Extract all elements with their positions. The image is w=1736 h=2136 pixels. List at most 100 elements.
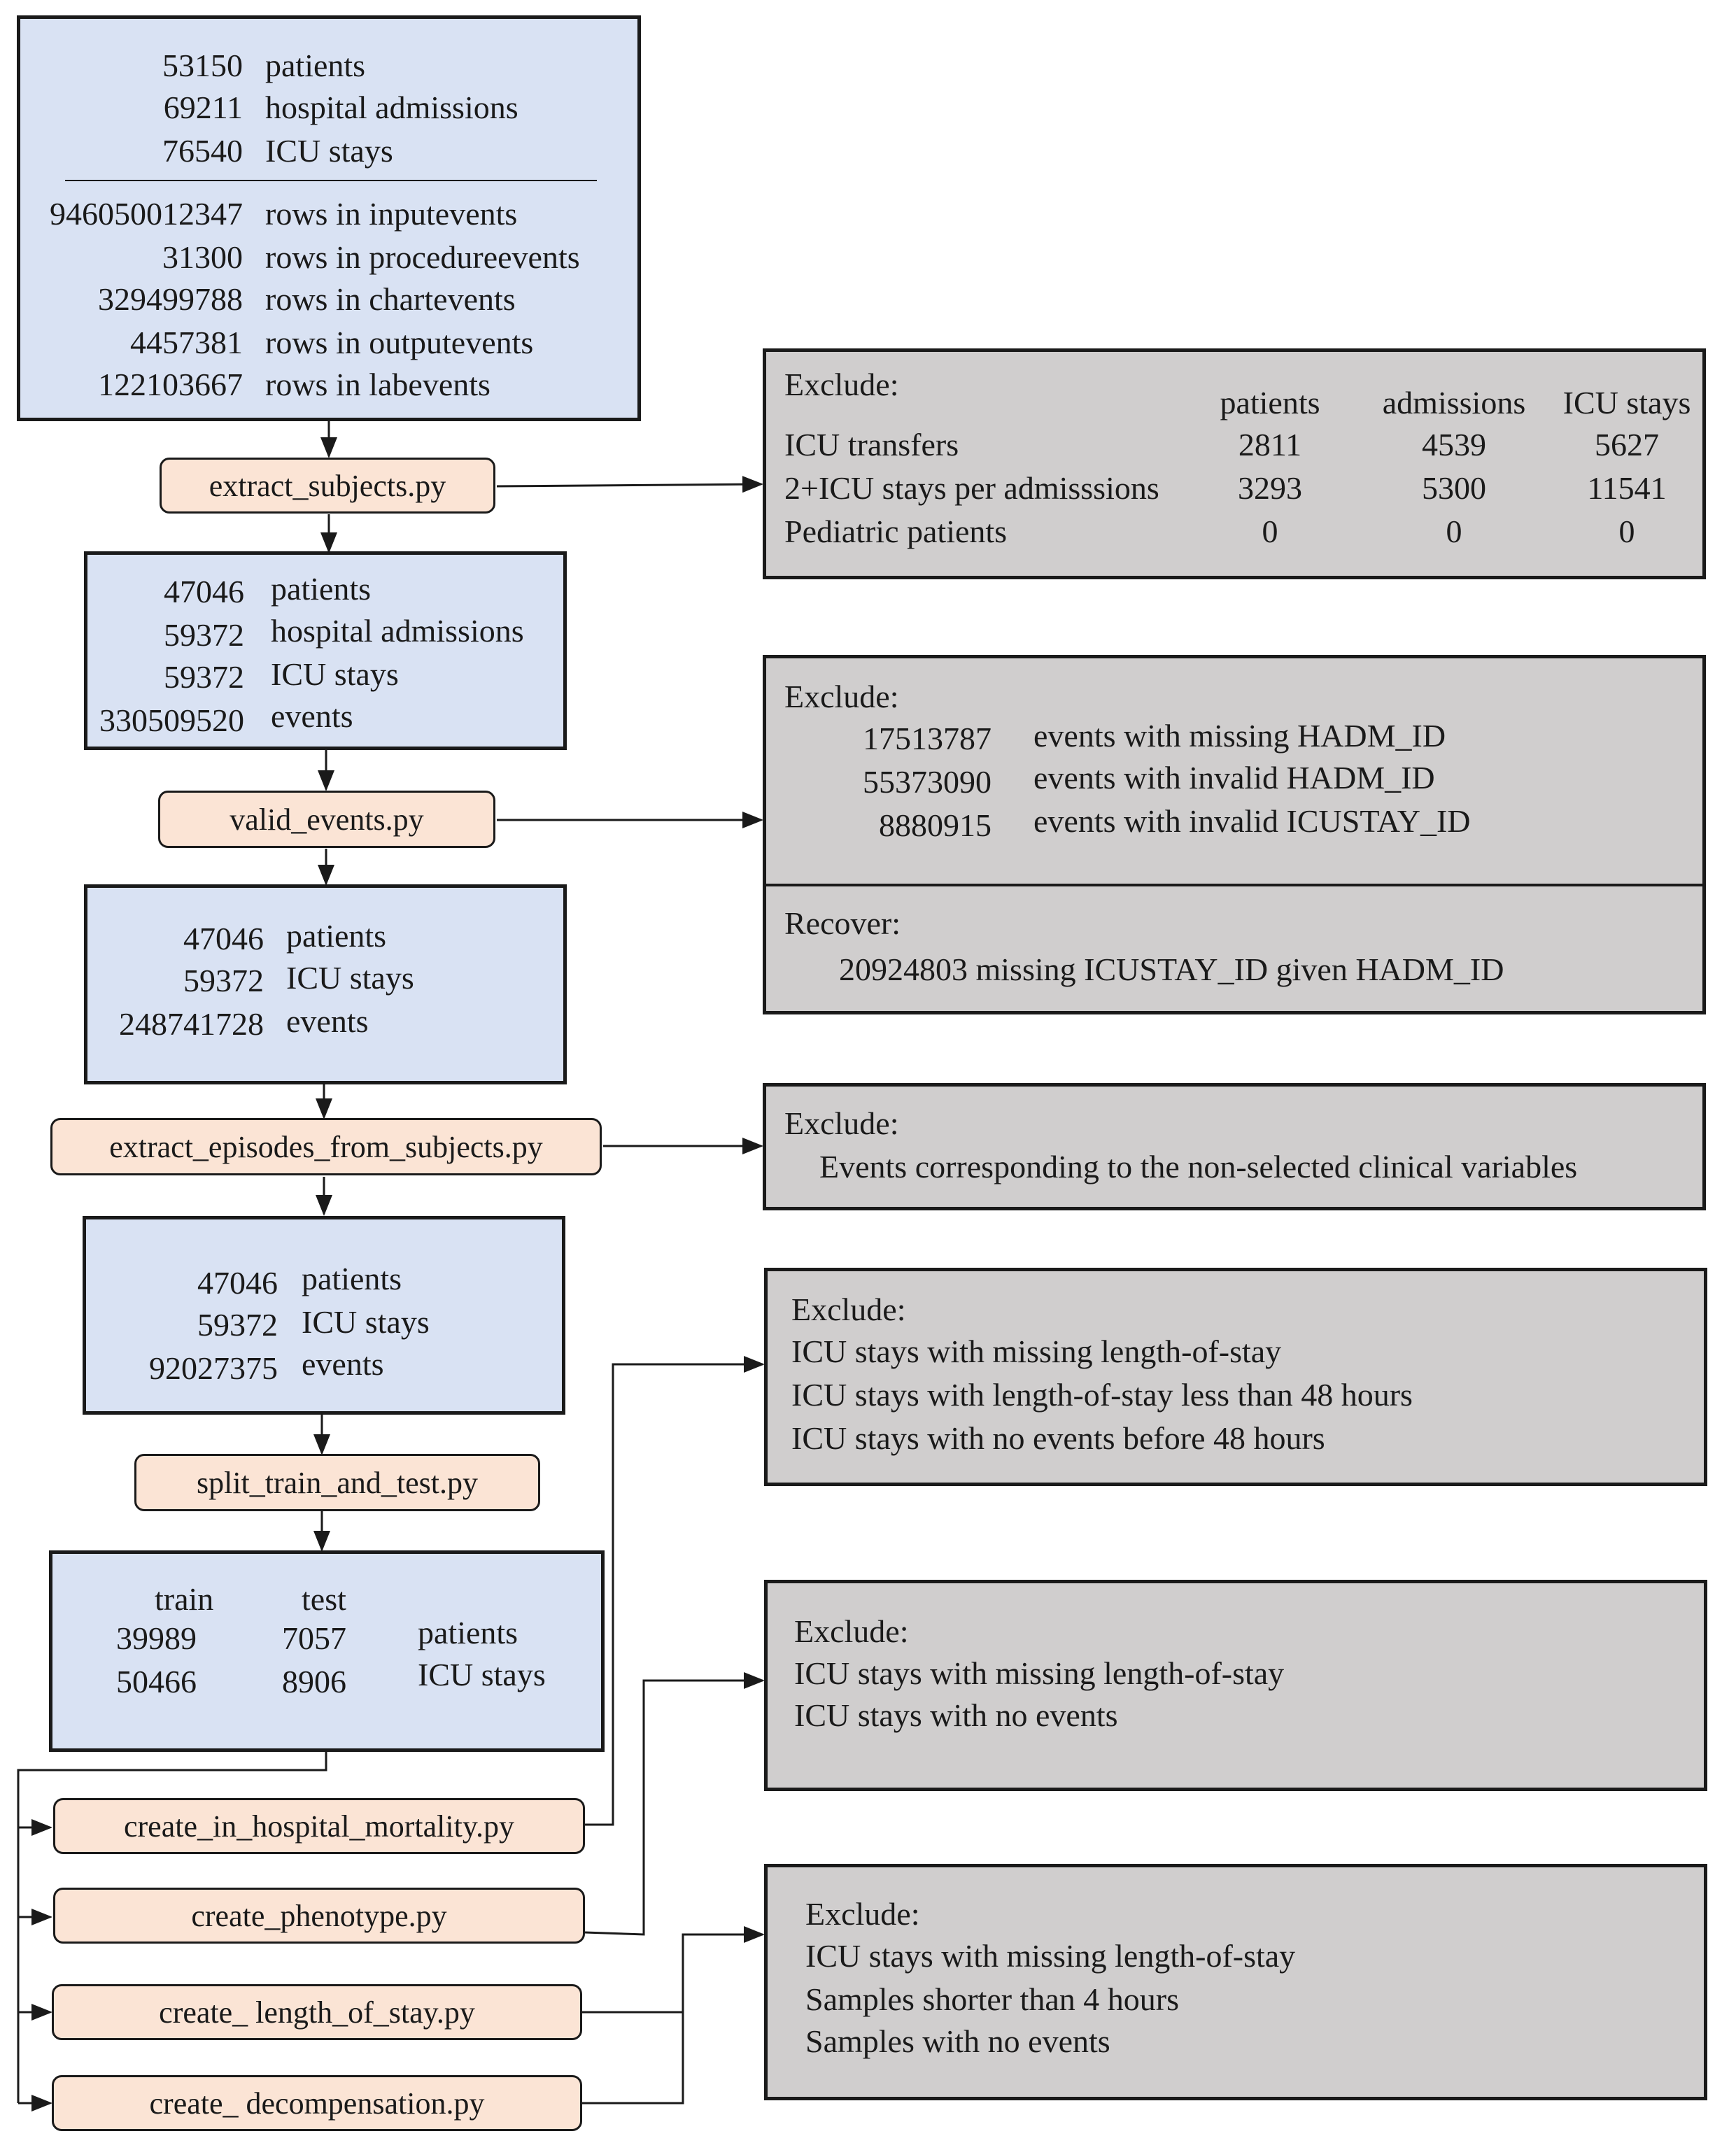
exclude-row-label: 2+ICU stays per admisssions [784,470,1159,506]
stat-value: 122103667 [98,367,243,402]
stat-label: patients [271,571,372,607]
stat-value: 59372 [164,617,244,653]
stat-value: 47046 [197,1265,278,1301]
test-value: 8906 [282,1664,346,1699]
exclude-value: 0 [1446,514,1462,549]
stat-label: ICU stays [302,1304,430,1340]
valid-events-script: valid_events.py [158,791,495,848]
exclude-heading: Exclude: [791,1292,906,1327]
recover-divider [766,884,1702,886]
exclude-heading: Exclude: [784,367,899,402]
stat-value: 329499788 [98,281,243,317]
exclude-line: ICU stays with no events [794,1697,1118,1733]
stat-label: hospital admissions [271,613,524,649]
exclude-line: ICU stays with no events before 48 hours [791,1420,1325,1456]
stat-value: 47046 [183,921,264,956]
arrow-extract-subjects-to-exclude1 [496,476,763,493]
stat-label: rows in procedureevents [265,239,580,275]
exclude-value: 8880915 [879,807,992,843]
stat-value: 330509520 [99,702,244,738]
exclude-heading: Exclude: [794,1613,909,1649]
exclude-heading: Exclude: [805,1896,920,1932]
raw-data-box: 53150 patients 69211 hospital admissions… [17,15,641,421]
arrow-phenotype-to-exclude5 [584,1672,765,1936]
exclude-line: Samples with no events [805,2023,1110,2059]
stat-value: 946050012347 [50,196,243,232]
exclude-line: ICU stays with missing length-of-stay [805,1938,1296,1974]
test-header: test [302,1581,346,1617]
exclude-line: ICU stays with length-of-stay less than … [791,1377,1413,1413]
exclude-los-decomp-box: Exclude: ICU stays with missing length-o… [764,1864,1707,2100]
arrow-los-decomp-to-exclude6 [582,1926,765,2014]
exclude-value: 11541 [1587,470,1667,506]
stat-label: rows in outputevents [265,325,534,360]
exclude-heading: Exclude: [784,1105,899,1141]
column-header: admissions [1382,385,1526,420]
extract-episodes-script: extract_episodes_from_subjects.py [50,1118,602,1175]
stat-label: rows in chartevents [265,281,516,317]
stat-value: 59372 [164,659,244,695]
exclude-row-label: events with invalid HADM_ID [1033,760,1435,795]
stat-value: 53150 [162,48,243,83]
arrow-mortality-to-exclude4 [585,1356,765,1826]
stat-label: events [271,698,353,734]
train-header: train [155,1581,214,1617]
separator-line [65,180,597,181]
exclude-value: 0 [1262,514,1278,549]
exclude-line: Samples shorter than 4 hours [805,1981,1180,2017]
exclude-value: 5627 [1595,427,1659,462]
exclude-variables-box: Exclude: Events corresponding to the non… [763,1083,1706,1210]
branch-line-box5 [17,1752,327,2103]
stat-value: 4457381 [130,325,243,360]
recover-heading: Recover: [784,905,901,941]
exclude-value: 4539 [1422,427,1486,462]
exclude-subjects-box: Exclude: patients admissions ICU stays I… [763,348,1706,579]
test-value: 7057 [282,1620,346,1656]
stat-value: 248741728 [119,1006,264,1042]
stat-label: patients [265,48,366,83]
phenotype-script: create_phenotype.py [53,1888,585,1944]
stat-label: rows in inputevents [265,196,518,232]
exclude-events-box: Exclude: 17513787 events with missing HA… [763,655,1706,1014]
train-value: 39989 [116,1620,197,1656]
stat-value: 69211 [163,90,243,125]
stat-label: ICU stays [418,1657,546,1692]
extract-subjects-script: extract_subjects.py [160,458,495,514]
exclude-row-label: events with missing HADM_ID [1033,718,1446,754]
stat-value: 76540 [162,133,243,169]
stat-value: 31300 [162,239,243,275]
subjects-box: 47046 patients 59372 hospital admissions… [84,551,567,750]
train-test-box: train test 39989 7057 patients 50466 890… [49,1550,605,1752]
line-decompensation-join [582,2012,684,2105]
stat-label: ICU stays [265,133,393,169]
exclude-mortality-box: Exclude: ICU stays with missing length-o… [764,1268,1707,1486]
exclude-value: 17513787 [863,721,992,756]
exclude-heading: Exclude: [784,679,899,714]
stat-value: 59372 [197,1307,278,1343]
stat-label: patients [302,1261,402,1296]
stat-label: ICU stays [271,656,399,692]
exclude-row-label: Pediatric patients [784,514,1008,549]
split-train-test-script: split_train_and_test.py [134,1454,540,1511]
valid-events-box: 47046 patients 59372 ICU stays 248741728… [84,884,567,1084]
column-header: ICU stays [1562,385,1691,420]
stat-value: 92027375 [149,1350,278,1386]
exclude-phenotype-box: Exclude: ICU stays with missing length-o… [764,1580,1707,1791]
exclude-value: 3293 [1238,470,1302,506]
stat-label: events [302,1346,384,1382]
train-value: 50466 [116,1664,197,1699]
exclude-value: 5300 [1422,470,1486,506]
exclude-line: ICU stays with missing length-of-stay [791,1334,1282,1369]
exclude-line: Events corresponding to the non-selected… [819,1149,1578,1184]
stat-value: 59372 [183,963,264,998]
stat-value: 47046 [164,574,244,609]
stat-label: events [286,1003,369,1039]
exclude-value: 0 [1618,514,1635,549]
exclude-value: 55373090 [863,764,992,800]
length-of-stay-script: create_ length_of_stay.py [52,1984,582,2040]
exclude-row-label: ICU transfers [784,427,959,462]
exclude-value: 2811 [1238,427,1302,462]
stat-label: rows in labevents [265,367,491,402]
episodes-box: 47046 patients 59372 ICU stays 92027375 … [83,1216,565,1415]
